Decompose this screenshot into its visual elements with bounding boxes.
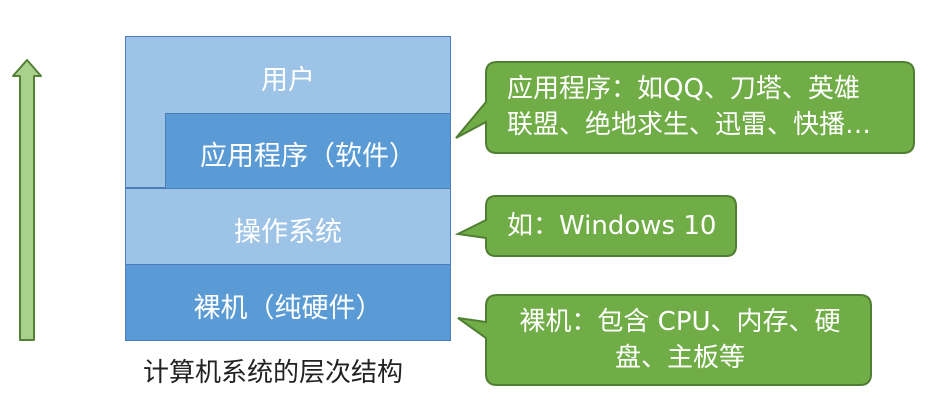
callout-os-shape: [454, 195, 737, 257]
callout-hardware-line1: 裸机：包含 CPU、内存、硬: [519, 307, 841, 337]
callout-hardware-shape: [457, 294, 872, 386]
diagram-caption: 计算机系统的层次结构: [143, 358, 404, 388]
callout-hardware-line2: 盘、主板等: [614, 343, 745, 373]
up-arrow-icon: [12, 59, 42, 341]
callout-app-line1: 应用程序：如QQ、刀塔、英雄: [507, 74, 860, 104]
callout-os-line1: 如：Windows 10: [507, 211, 717, 241]
layer-os-label: 操作系统: [234, 217, 342, 248]
layer-os: [125, 188, 451, 265]
layer-application-label: 应用程序（软件）: [200, 141, 416, 172]
layer-hardware: [125, 264, 451, 341]
callout-app-shape: [455, 61, 915, 154]
layer-user-label: 用户: [261, 65, 315, 96]
callout-app-line2: 联盟、绝地求生、迅雷、快播…: [507, 110, 872, 140]
layer-hardware-label: 裸机（纯硬件）: [193, 293, 383, 324]
